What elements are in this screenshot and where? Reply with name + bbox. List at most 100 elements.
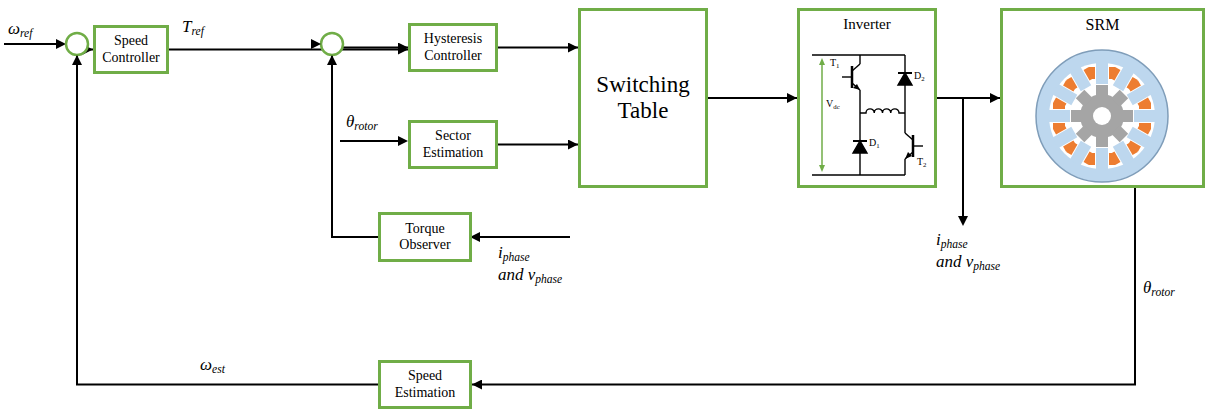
text-line: iphase xyxy=(498,243,562,265)
text-run: θ xyxy=(1143,278,1151,297)
wire xyxy=(904,55,905,73)
text-run: D xyxy=(869,137,876,148)
air-gap xyxy=(1049,63,1155,169)
wire xyxy=(859,90,860,141)
voltage-arrow xyxy=(821,63,823,167)
component-label: D2 xyxy=(914,70,925,83)
text-line: ωest xyxy=(200,355,225,374)
subscript: est xyxy=(212,363,225,376)
text-run: Sector Estimation xyxy=(423,128,484,159)
text-run: i xyxy=(936,230,941,249)
motor-cross-section xyxy=(1036,50,1168,182)
diode-symbol xyxy=(898,73,912,85)
text-run: i xyxy=(498,243,503,262)
subscript: 1 xyxy=(836,62,839,69)
diode-bar xyxy=(898,72,912,74)
subscript: rotor xyxy=(354,120,377,133)
arrow-head xyxy=(311,39,321,49)
text-line: D2 xyxy=(914,70,925,81)
process-box: Torque Observer xyxy=(378,212,472,262)
signal-arrow xyxy=(498,47,578,49)
shaft-bore xyxy=(1093,107,1111,125)
process-box: Hysteresis Controller xyxy=(408,23,498,72)
text-line: Switching Table xyxy=(596,72,689,123)
text-line: ωref xyxy=(8,19,32,38)
wire xyxy=(859,153,860,175)
component-label: T2 xyxy=(917,156,927,169)
arrow-head xyxy=(958,216,968,226)
block-panel: Inverter xyxy=(797,8,937,188)
signal-name: ωest xyxy=(200,355,225,377)
summing-junction xyxy=(321,33,343,55)
transistor-gate xyxy=(842,76,852,77)
box-label: Speed Controller xyxy=(100,33,162,65)
text-run: ω xyxy=(8,19,20,38)
block-panel: SRM xyxy=(1000,8,1205,188)
rotor-tooth xyxy=(1111,90,1128,107)
text-run: and v xyxy=(936,252,973,271)
arrow-head xyxy=(819,165,825,172)
text-run: D xyxy=(914,70,921,81)
transistor-gate xyxy=(913,145,923,146)
arrow-head xyxy=(72,55,82,65)
stator-pole xyxy=(1089,62,1115,84)
subscript: phase xyxy=(973,260,1000,273)
text-run: and v xyxy=(498,265,535,284)
text-run: ω xyxy=(200,355,212,374)
wire xyxy=(904,159,905,175)
subscript: dc xyxy=(833,103,839,110)
subscript: 1 xyxy=(876,142,879,149)
text-run: Speed Estimation xyxy=(395,368,456,399)
component-label: D1 xyxy=(869,137,880,150)
signal-name: θrotor xyxy=(1143,278,1175,300)
rotor-tooth xyxy=(1076,90,1093,107)
emitter-arrow xyxy=(905,152,912,159)
arrow-head xyxy=(819,58,825,65)
input-wire xyxy=(4,43,57,45)
text-run: Torque Observer xyxy=(399,221,450,252)
text-line: θrotor xyxy=(346,112,378,131)
process-box: Switching Table xyxy=(578,8,708,188)
subscript: 2 xyxy=(921,75,924,82)
text-run: Switching Table xyxy=(596,72,689,123)
transistor-emitter xyxy=(905,152,913,159)
wire xyxy=(859,55,860,64)
box-label: SRM xyxy=(1086,16,1120,34)
box-label: Sector Estimation xyxy=(415,128,491,160)
subscript: rotor xyxy=(1151,286,1174,299)
text-line: Torque Observer xyxy=(399,221,450,252)
process-box: Speed Controller xyxy=(93,25,169,74)
emitter-arrow xyxy=(853,84,860,90)
subscript: phase xyxy=(941,238,968,251)
signal-name: iphase and vphase xyxy=(498,243,562,287)
signal-arrow xyxy=(708,97,797,99)
text-line: SRM xyxy=(1086,16,1120,33)
text-line: Speed Estimation xyxy=(395,368,456,399)
text-run: Hysteresis Controller xyxy=(424,31,482,62)
dc-rail xyxy=(812,174,905,175)
text-line: Vdc xyxy=(826,98,840,109)
process-box: Sector Estimation xyxy=(408,120,498,169)
signal-name: Tref xyxy=(182,17,204,39)
text-run: SRM xyxy=(1086,16,1120,33)
signal-arrow xyxy=(498,144,578,146)
text-line: and vphase xyxy=(936,252,1000,274)
process-box: Speed Estimation xyxy=(378,360,472,409)
stator-pole xyxy=(1048,103,1070,129)
diode-symbol xyxy=(853,141,867,153)
arrow-head xyxy=(56,39,66,49)
signal-name: ωref xyxy=(8,19,32,41)
text-line: iphase xyxy=(936,230,1000,252)
summing-junction xyxy=(66,33,88,55)
rotor-tooth xyxy=(1071,110,1083,122)
subscript: ref xyxy=(20,27,32,40)
stator-pole xyxy=(1134,103,1156,129)
stator-pole xyxy=(1089,148,1115,170)
text-run: T xyxy=(830,57,836,68)
dc-rail xyxy=(812,54,905,55)
text-run: T xyxy=(917,156,923,167)
signal-arrow xyxy=(169,49,408,51)
signal-arrow xyxy=(937,97,1000,99)
